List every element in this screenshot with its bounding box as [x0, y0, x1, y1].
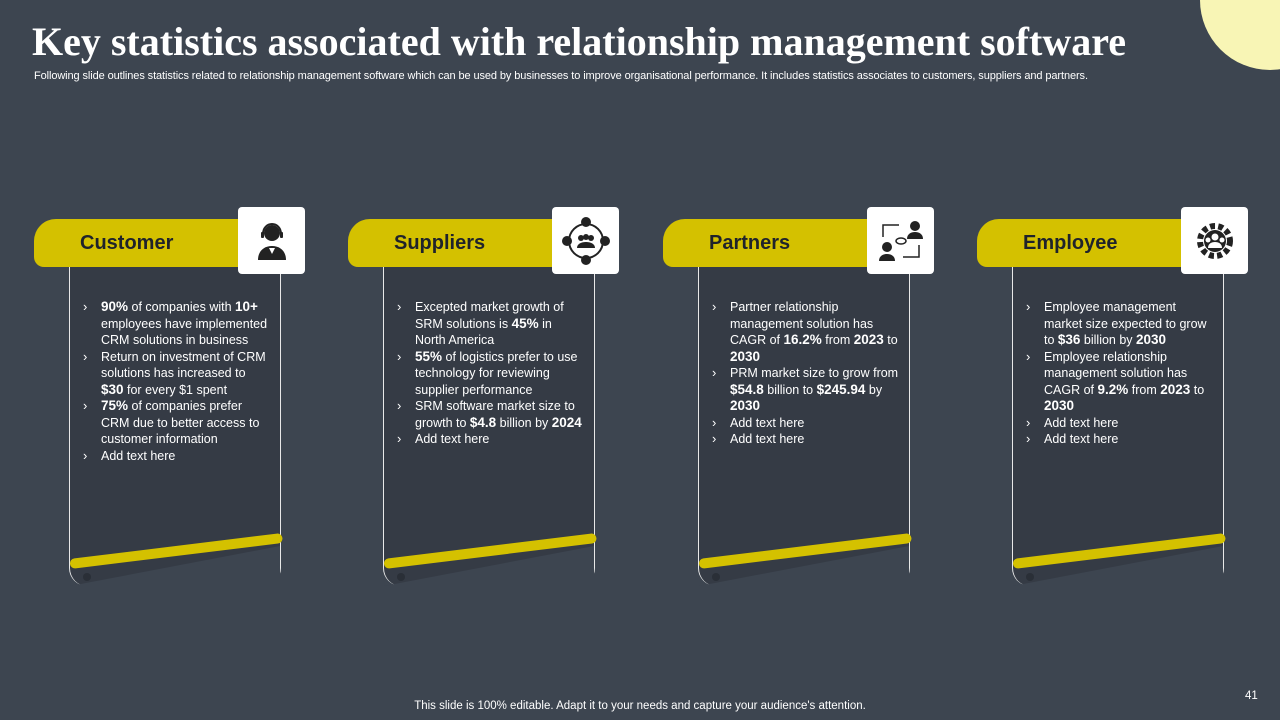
- stat-highlight: 75%: [101, 398, 129, 413]
- stat-item: Employee management market size expected…: [1024, 299, 1214, 349]
- stat-list: 90% of companies with 10+ employees have…: [81, 299, 271, 464]
- stat-highlight: 10+: [235, 299, 258, 314]
- stat-item: Employee relationship management solutio…: [1024, 349, 1214, 415]
- stat-highlight: 2030: [1044, 398, 1075, 413]
- card-title: Suppliers: [394, 232, 486, 254]
- stat-text: by: [865, 382, 883, 397]
- stat-list: Employee management market size expected…: [1024, 299, 1214, 448]
- stat-highlight: $4.8: [469, 414, 497, 430]
- slide-title: Key statistics associated with relations…: [32, 19, 1126, 64]
- stat-highlight: 2030: [1136, 332, 1167, 347]
- stat-highlight: 2030: [730, 398, 761, 413]
- stat-item: SRM software market size to growth to $4…: [395, 398, 585, 431]
- card-title: Partners: [709, 232, 791, 254]
- stat-item: Partner relationship management solution…: [710, 299, 900, 365]
- stat-item: PRM market size to grow from $54.8 billi…: [710, 365, 900, 415]
- corner-decoration: [1200, 0, 1280, 70]
- card-title: Employee: [1023, 232, 1118, 254]
- stat-item: Add text here: [1024, 431, 1214, 448]
- stat-text: Return on investment of CRM solutions ha…: [101, 349, 266, 381]
- stat-text: Employee relationship management solutio…: [1044, 349, 1188, 397]
- stat-text: Add text here: [415, 432, 490, 446]
- baseline-dot: [83, 573, 91, 581]
- card-header-pill: [977, 219, 1191, 267]
- stat-text: Excepted market growth of SRM solutions …: [415, 300, 564, 331]
- stat-item: Add text here: [395, 431, 585, 448]
- card-header-pill: [34, 219, 248, 267]
- stat-highlight: $54.8: [730, 381, 764, 397]
- stat-highlight: 16.2%: [783, 332, 822, 347]
- stat-text: of logistics prefer to use technology fo…: [415, 349, 578, 397]
- stat-highlight: 90%: [101, 299, 129, 314]
- stat-highlight: 2024: [551, 414, 582, 430]
- stat-highlight: 2023: [1160, 381, 1191, 397]
- stat-item: Return on investment of CRM solutions ha…: [81, 349, 271, 399]
- stat-highlight: 2023: [853, 332, 884, 347]
- baseline-dot: [397, 573, 405, 581]
- stat-item: Add text here: [710, 431, 900, 448]
- stat-highlight: $30: [101, 381, 124, 397]
- stat-text: for every $1 spent: [123, 382, 228, 397]
- stat-text: Add text here: [101, 448, 176, 463]
- card-employee: EmployeeEmployee management market size …: [977, 206, 1249, 596]
- stat-text: billion by: [1080, 333, 1137, 347]
- card-header-pill: [348, 219, 562, 267]
- stat-item: Excepted market growth of SRM solutions …: [395, 299, 585, 349]
- card-suppliers: SuppliersExcepted market growth of SRM s…: [348, 206, 620, 596]
- baseline-dot: [712, 573, 720, 581]
- slide-subtitle: Following slide outlines statistics rela…: [34, 70, 1088, 82]
- card-title: Customer: [80, 232, 174, 254]
- stat-text: Add text here: [1044, 415, 1119, 430]
- stat-text: from: [821, 333, 854, 347]
- stat-highlight: 2030: [730, 348, 761, 364]
- stat-text: SRM software market size to growth to: [415, 399, 575, 430]
- stat-text: of companies prefer CRM due to better ac…: [101, 399, 260, 446]
- stat-item: Add text here: [81, 448, 271, 465]
- stat-list: Excepted market growth of SRM solutions …: [395, 299, 585, 448]
- card-partners: PartnersPartner relationship management …: [663, 206, 935, 596]
- stat-text: PRM market size to grow from: [730, 366, 899, 380]
- stat-highlight: $245.94: [816, 381, 866, 397]
- customer-service-icon: [238, 207, 305, 274]
- stat-text: to: [883, 333, 898, 347]
- stat-text: Add text here: [1044, 432, 1119, 446]
- card-customer: Customer 90% of companies with 10+ employ…: [34, 206, 306, 596]
- stat-highlight: 45%: [511, 315, 539, 331]
- stat-highlight: 9.2%: [1097, 381, 1129, 397]
- card-header-pill: [663, 219, 877, 267]
- stat-text: of companies with: [128, 300, 236, 314]
- stat-item: Add text here: [1024, 415, 1214, 432]
- stat-text: from: [1128, 382, 1161, 397]
- stat-text: Employee management market size expected…: [1044, 300, 1207, 347]
- page-number: 41: [1245, 690, 1258, 702]
- stat-text: employees have implemented CRM solutions…: [101, 316, 268, 348]
- stat-text: Partner relationship management solution…: [730, 300, 874, 347]
- stat-item: Add text here: [710, 415, 900, 432]
- stat-text: billion by: [496, 415, 552, 430]
- stat-highlight: 55%: [415, 348, 443, 364]
- stat-text: Add text here: [730, 415, 805, 430]
- partners-exchange-icon: [867, 207, 934, 274]
- stat-text: to: [1190, 382, 1205, 397]
- stat-highlight: $36: [1057, 332, 1081, 347]
- employee-gear-icon: [1181, 207, 1248, 274]
- stat-text: in North America: [415, 316, 552, 348]
- stat-list: Partner relationship management solution…: [710, 299, 900, 448]
- baseline-dot: [1026, 573, 1034, 581]
- footer-note: This slide is 100% editable. Adapt it to…: [414, 700, 866, 712]
- stat-text: billion to: [763, 382, 817, 397]
- supplier-network-icon: [552, 207, 619, 274]
- stat-text: Add text here: [730, 432, 805, 446]
- stat-item: 75% of companies prefer CRM due to bette…: [81, 398, 271, 448]
- stat-item: 55% of logistics prefer to use technolog…: [395, 349, 585, 399]
- stat-item: 90% of companies with 10+ employees have…: [81, 299, 271, 349]
